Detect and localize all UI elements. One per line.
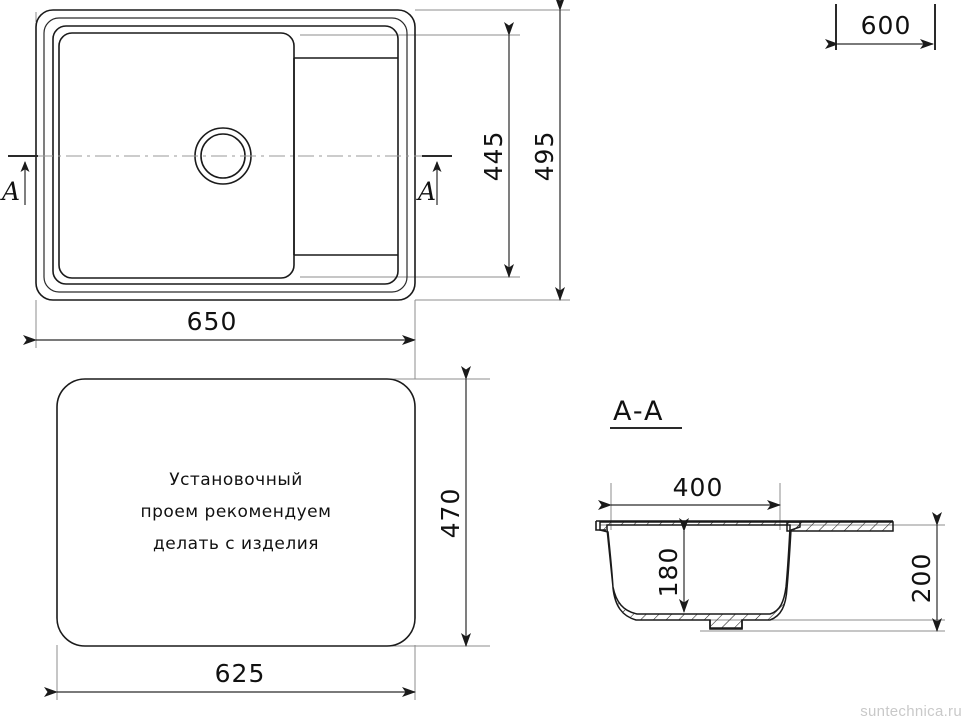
dimension-200: 200 xyxy=(907,512,942,632)
section-marker-right: A xyxy=(416,155,452,206)
flange-right-hatched xyxy=(786,521,894,532)
sink-section-profile xyxy=(595,520,945,632)
sink-deck-edge xyxy=(52,25,399,285)
installation-cutout-rect xyxy=(56,378,416,647)
dimension-470-label: 470 xyxy=(436,488,465,539)
dimension-445: 445 xyxy=(479,22,514,278)
dimension-400: 400 xyxy=(598,473,781,510)
sink-rim-inner-edge xyxy=(43,17,408,293)
dimension-200-label: 200 xyxy=(907,553,936,604)
section-marker-left: A xyxy=(0,155,38,206)
cutout-note-line-2: проем рекомендуем xyxy=(141,502,332,522)
section-marker-left-label: A xyxy=(0,177,20,206)
section-view-a-a: A-A 400 xyxy=(595,396,945,632)
dimension-470: 470 xyxy=(436,366,471,647)
top-view-extension-lines xyxy=(35,9,570,348)
dimension-400-label: 400 xyxy=(673,473,724,502)
drain-boss xyxy=(709,620,743,630)
cutout-view: Установочный проем рекомендуем делать с … xyxy=(44,340,490,700)
drainboard-recess xyxy=(293,57,398,256)
dimension-625: 625 xyxy=(44,659,416,697)
dimension-180: 180 xyxy=(654,518,689,613)
watermark-label: suntechnica.ru xyxy=(860,703,962,720)
dimension-625-label: 625 xyxy=(215,659,266,688)
cutout-note-line-1: Установочный xyxy=(169,470,303,490)
dimension-650-label: 650 xyxy=(187,307,238,336)
dimension-600-label: 600 xyxy=(861,11,912,40)
flange-left-lip xyxy=(595,521,606,531)
cabinet-width-dimension: 600 xyxy=(825,4,936,50)
cutout-note-line-3: делать с изделия xyxy=(153,534,319,554)
dimension-650: 650 xyxy=(23,307,416,345)
section-view-title: A-A xyxy=(613,396,665,427)
dimension-495: 495 xyxy=(530,0,565,301)
section-marker-right-label: A xyxy=(416,177,436,206)
top-view: A A 650 445 495 xyxy=(0,0,570,348)
dimension-180-label: 180 xyxy=(654,547,683,598)
dimension-495-label: 495 xyxy=(530,131,559,182)
dimension-445-label: 445 xyxy=(479,131,508,182)
